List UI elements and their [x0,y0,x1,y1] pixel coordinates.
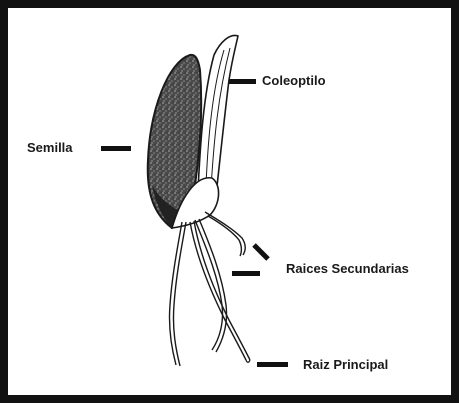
secondary-root-left [169,222,186,366]
raices-leader [232,271,260,276]
semilla-leader [101,146,131,151]
coleoptilo-label: Coleoptilo [262,74,326,87]
semilla-label: Semilla [27,141,73,154]
raiz-principal-label: Raiz Principal [303,358,388,371]
secondary-root-middle [195,219,227,352]
raices-leader-diagonal [254,245,268,259]
coleoptilo-leader [229,79,256,84]
raices-secundarias-label: Raices Secundarias [286,262,409,275]
raiz-principal-leader [257,362,288,367]
main-root-tip [246,360,250,362]
coleoptile-shape [198,35,238,195]
